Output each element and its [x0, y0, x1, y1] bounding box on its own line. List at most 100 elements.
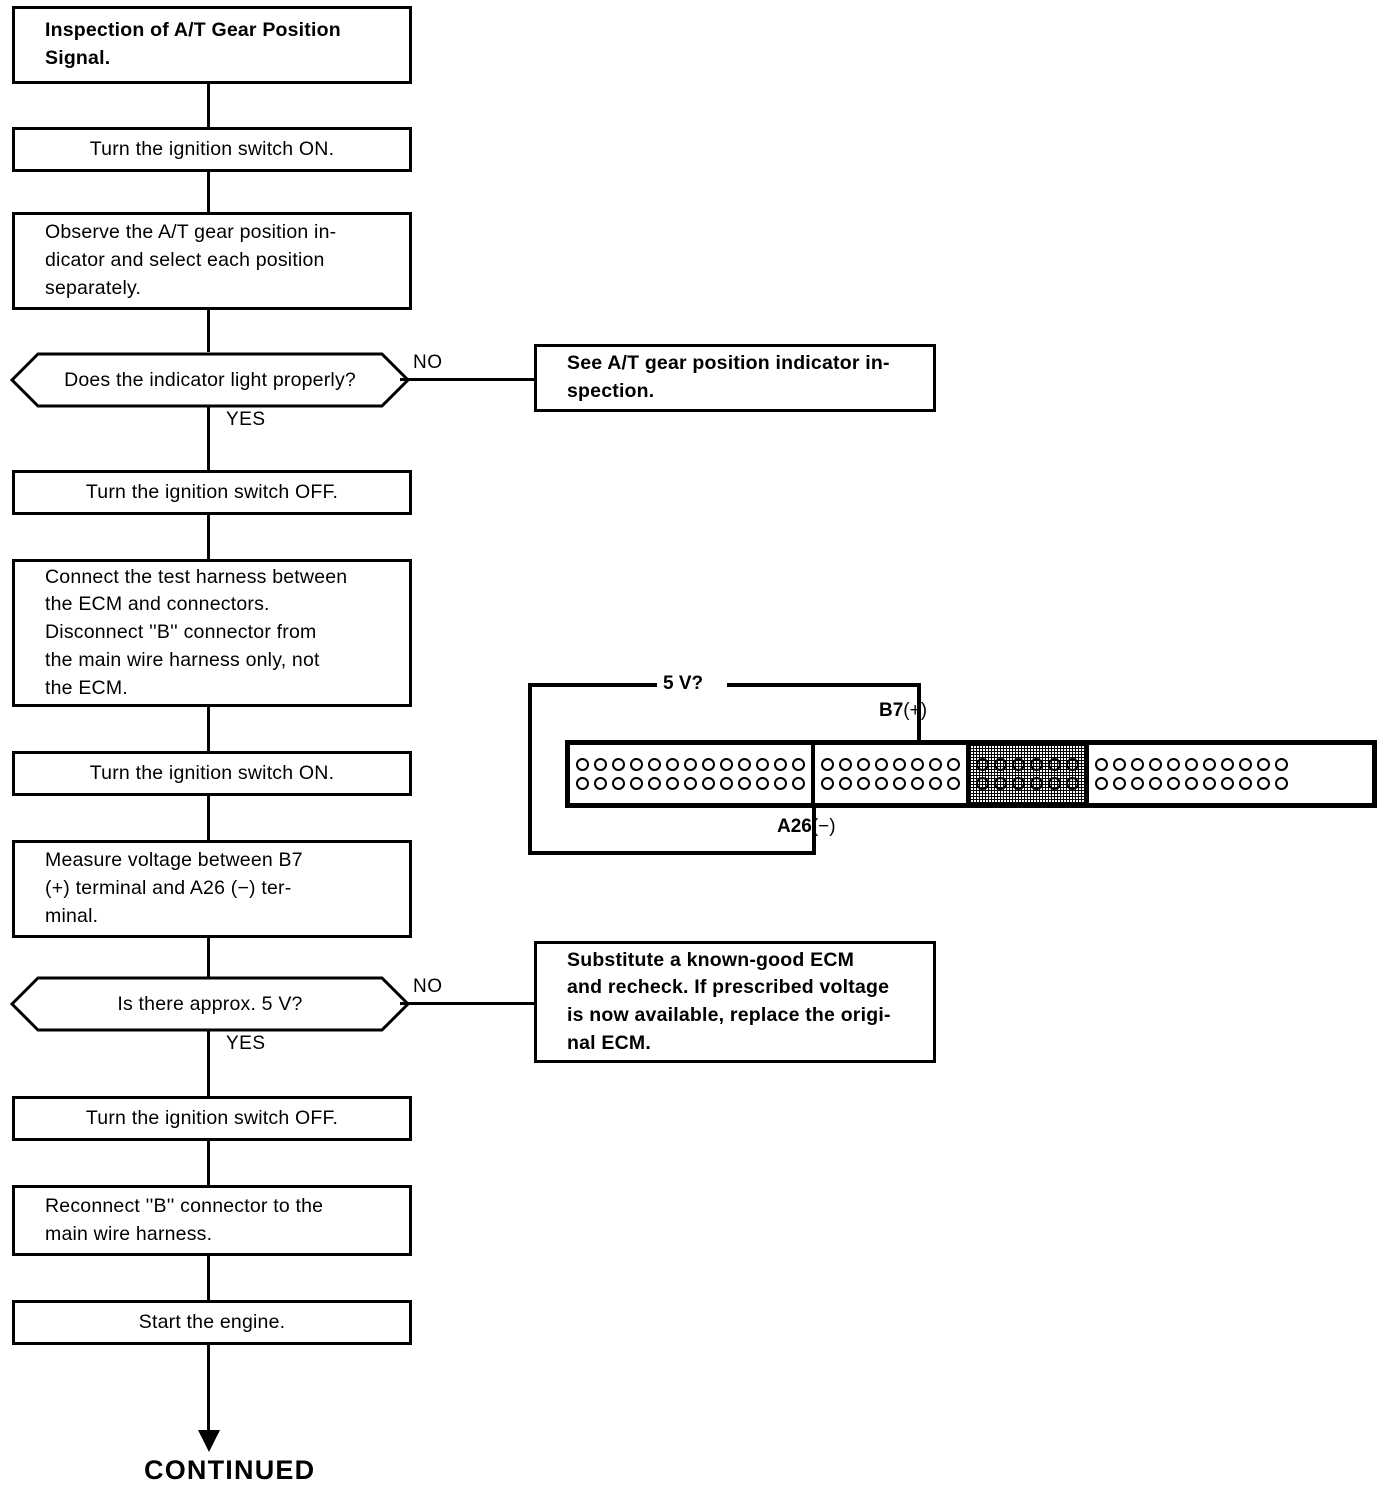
connector-pin: [1113, 758, 1126, 771]
connector-pin: [929, 777, 942, 790]
connector-pin: [994, 758, 1007, 771]
connector-pin: [976, 777, 989, 790]
connector-pin: [594, 758, 607, 771]
connector-pin: [612, 777, 625, 790]
ecm-connector-diagram: [565, 740, 1377, 808]
connector-pin-row: [821, 777, 960, 790]
flow-box-ignition-on-1-text: Turn the ignition switch ON.: [89, 137, 335, 160]
flow-box-ignition-off-2: Turn the ignition switch OFF.: [12, 1096, 412, 1141]
connector-pin: [774, 758, 787, 771]
connector-pin: [576, 777, 589, 790]
connector-pin-row: [976, 777, 1079, 790]
flow-box-measure-voltage: Measure voltage between B7 (+) terminal …: [12, 840, 412, 938]
connector-pin: [911, 777, 924, 790]
connector-pin: [1167, 758, 1180, 771]
connector-pin: [648, 758, 661, 771]
connector-pin-row: [1095, 758, 1288, 771]
flow-box-start-engine-text: Start the engine.: [138, 1310, 286, 1333]
connector-pin: [1048, 777, 1061, 790]
connector-pin: [1185, 758, 1198, 771]
flow-box-inspection-title: Inspection of A/T Gear Position Signal.: [12, 6, 412, 84]
connector-line-8: [207, 1141, 210, 1185]
measurement-bracket-top-right: [727, 683, 921, 687]
terminal-label-b7-name: B7: [879, 700, 904, 721]
connector-pin-row: [1095, 777, 1288, 790]
connector-pin: [947, 758, 960, 771]
flow-box-ignition-on-2: Turn the ignition switch ON.: [12, 751, 412, 796]
connector-pin-row: [576, 777, 805, 790]
connector-pin: [1239, 777, 1252, 790]
measurement-bracket-a26-vertical: [812, 800, 816, 855]
connector-pin: [1149, 758, 1162, 771]
connector-pin: [1221, 777, 1234, 790]
connector-section-c: [970, 745, 1089, 803]
terminal-label-a26-sign: (−): [811, 816, 836, 837]
connector-pin: [792, 758, 805, 771]
decision-1-no-line: [400, 378, 536, 381]
connector-pin: [1185, 777, 1198, 790]
connector-pin: [947, 777, 960, 790]
connector-pin: [1131, 758, 1144, 771]
decision-1-no-label: NO: [413, 352, 443, 373]
connector-pin: [839, 777, 852, 790]
connector-pin: [857, 758, 870, 771]
connector-line-6: [207, 796, 210, 840]
decision-2-no-label: NO: [413, 976, 443, 997]
connector-pin: [893, 758, 906, 771]
connector-pin: [648, 777, 661, 790]
continued-label: CONTINUED: [144, 1455, 316, 1485]
connector-section-b: [815, 745, 970, 803]
connector-pin: [1030, 777, 1043, 790]
connector-pin: [630, 758, 643, 771]
connector-pin: [1203, 777, 1216, 790]
flow-box-observe-indicator-text: Observe the A/T gear position in- dicato…: [45, 221, 337, 299]
connector-pin: [1113, 777, 1126, 790]
flow-box-see-indicator-inspection-text: See A/T gear position indicator in- spec…: [567, 352, 890, 402]
connector-pin: [994, 777, 1007, 790]
connector-pin: [1066, 758, 1079, 771]
flow-box-reconnect-b-connector-text: Reconnect ''B'' connector to the main wi…: [45, 1194, 324, 1245]
connector-pin: [1239, 758, 1252, 771]
flow-box-ignition-off-1-text: Turn the ignition switch OFF.: [85, 480, 339, 503]
connector-pin: [1095, 758, 1108, 771]
continued-arrow-icon: [197, 1430, 220, 1452]
connector-pin: [666, 758, 679, 771]
connector-pin: [1167, 777, 1180, 790]
connector-line-7: [207, 938, 210, 980]
connector-pin: [1012, 777, 1025, 790]
measurement-bracket-bottom-horizontal: [528, 851, 816, 855]
flow-box-ignition-off-2-text: Turn the ignition switch OFF.: [85, 1106, 339, 1129]
connector-pin: [893, 777, 906, 790]
connector-line-1: [207, 84, 210, 127]
terminal-label-a26-name: A26: [777, 816, 812, 837]
flow-box-reconnect-b-connector: Reconnect ''B'' connector to the main wi…: [12, 1185, 412, 1256]
terminal-label-b7-sign: (+): [903, 700, 928, 721]
connector-pin: [1149, 777, 1162, 790]
measurement-bracket-top-left: [528, 683, 657, 687]
connector-pin: [738, 777, 751, 790]
connector-pin: [1066, 777, 1079, 790]
connector-pin: [792, 777, 805, 790]
terminal-label-a26: A26(−): [777, 816, 836, 838]
connector-pin: [1095, 777, 1108, 790]
connector-pin: [875, 758, 888, 771]
connector-pin: [1048, 758, 1061, 771]
connector-pin: [1257, 777, 1270, 790]
connector-line-final: [207, 1345, 210, 1434]
measurement-bracket-left-vertical: [528, 683, 532, 855]
connector-pin-row: [821, 758, 960, 771]
connector-pin: [702, 777, 715, 790]
connector-pin: [630, 777, 643, 790]
connector-pin: [1221, 758, 1234, 771]
flow-box-connect-test-harness: Connect the test harness between the ECM…: [12, 559, 412, 707]
connector-pin: [774, 777, 787, 790]
connector-pin: [720, 758, 733, 771]
connector-line-9: [207, 1256, 210, 1300]
connector-pin: [821, 777, 834, 790]
connector-pin: [720, 777, 733, 790]
flow-box-substitute-ecm-text: Substitute a known-good ECM and recheck.…: [567, 948, 891, 1054]
connector-pin: [821, 758, 834, 771]
decision-2-no-line: [400, 1002, 536, 1005]
flow-box-observe-indicator: Observe the A/T gear position in- dicato…: [12, 212, 412, 310]
connector-pin: [1275, 758, 1288, 771]
